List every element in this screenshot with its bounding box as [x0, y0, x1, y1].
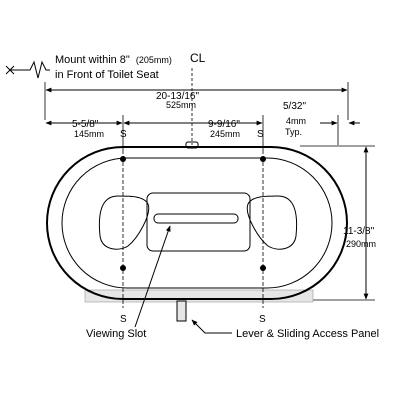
edge-offset-imperial: 5/32": [283, 101, 306, 112]
height-metric: 290mm: [346, 239, 376, 249]
edge-offset-dimension: 5/32" 4mm Typ.: [283, 101, 360, 137]
lever: [176, 300, 187, 322]
center-window: [146, 192, 251, 252]
dispenser-body: [46, 141, 348, 322]
viewing-slot-callout: Viewing Slot: [86, 225, 171, 340]
mount-break-symbol: [10, 60, 50, 79]
viewing-slot-label: Viewing Slot: [86, 328, 146, 340]
dispenser-outer-shell: [46, 146, 348, 300]
center-spacing-metric: 245mm: [210, 129, 240, 139]
screw-label-top-left: S: [120, 129, 127, 140]
left-offset-imperial: 5-5/8": [72, 119, 99, 130]
edge-offset-note: Typ.: [285, 127, 302, 137]
centerline-symbol: CL: [190, 51, 206, 65]
left-window: [98, 195, 150, 250]
right-window: [246, 195, 298, 250]
mount-note-line1: Mount within 8" (205mm): [55, 54, 172, 66]
mount-note-line2: in Front of Toilet Seat: [55, 69, 159, 81]
overall-width-dimension: 20-13/16" 525mm: [45, 87, 348, 110]
left-offset-dimension: 5-5/8" 145mm S: [45, 119, 127, 140]
screw-label-top-right: S: [257, 129, 264, 140]
viewing-slot: [153, 213, 239, 224]
height-imperial: 11-3/8": [343, 226, 375, 237]
lever-label: Lever & Sliding Access Panel: [236, 328, 379, 340]
dispenser-base: [84, 289, 314, 303]
top-tab: [185, 141, 199, 149]
mount-note: Mount within 8" (205mm) in Front of Toil…: [5, 54, 172, 81]
lever-callout: Lever & Sliding Access Panel: [191, 319, 379, 340]
dispenser-inner-rim: [61, 157, 333, 289]
center-spacing-imperial: 9-9/16": [208, 119, 240, 130]
center-spacing-dimension: 9-9/16" 245mm S: [123, 119, 264, 140]
overall-width-metric: 525mm: [166, 100, 196, 110]
screw-label-bottom-left: S: [120, 314, 127, 325]
overall-width-imperial: 20-13/16": [156, 91, 199, 102]
screw-label-bottom-right: S: [259, 314, 266, 325]
edge-offset-metric: 4mm: [286, 116, 306, 126]
centerline-marker: CL: [190, 51, 206, 145]
height-dimension: 11-3/8" 290mm: [300, 145, 376, 301]
left-offset-metric: 145mm: [74, 129, 104, 139]
